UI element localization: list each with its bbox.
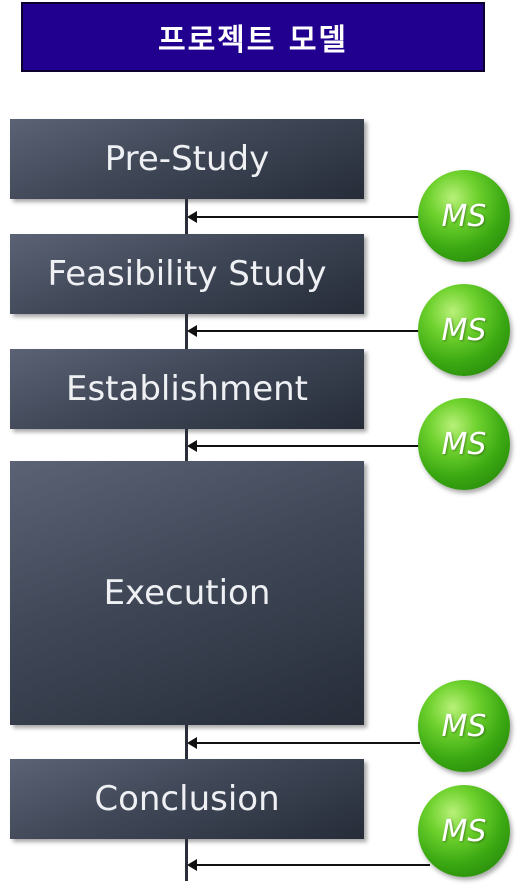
phase-label: Feasibility Study <box>47 254 327 294</box>
connector-line <box>185 839 188 881</box>
phase-label: Execution <box>103 573 271 613</box>
arrow-head-icon <box>187 737 197 749</box>
milestone-arrow-line <box>190 216 420 218</box>
arrow-head-icon <box>187 859 197 871</box>
milestone-circle: MS <box>418 284 510 376</box>
milestone-circle: MS <box>418 680 510 772</box>
arrow-head-icon <box>187 440 197 452</box>
phase-label: Establishment <box>65 369 309 409</box>
milestone-label: MS <box>441 198 487 234</box>
connector-line <box>185 314 188 349</box>
milestone-circle: MS <box>418 398 510 490</box>
phase-box-establishment: Establishment <box>10 349 364 429</box>
milestone-circle: MS <box>418 170 510 262</box>
connector-line <box>185 199 188 234</box>
milestone-arrow-line <box>190 445 420 447</box>
phase-box-execution: Execution <box>10 461 364 725</box>
arrow-head-icon <box>187 325 197 337</box>
milestone-label: MS <box>441 708 487 744</box>
milestone-label: MS <box>441 426 487 462</box>
arrow-head-icon <box>187 211 197 223</box>
diagram-title: 프로젝트 모델 <box>157 23 349 58</box>
milestone-arrow-line <box>190 742 420 744</box>
phase-box-conclusion: Conclusion <box>10 759 364 839</box>
phase-box-feasibility-study: Feasibility Study <box>10 234 364 314</box>
milestone-arrow-line <box>190 864 430 866</box>
connector-line <box>185 429 188 461</box>
milestone-label: MS <box>441 312 487 348</box>
milestone-circle: MS <box>418 785 510 877</box>
milestone-arrow-line <box>190 330 420 332</box>
phase-label: Conclusion <box>94 779 280 819</box>
phase-box-pre-study: Pre-Study <box>10 119 364 199</box>
connector-line <box>185 725 188 759</box>
title-banner: 프로젝트 모델 <box>21 2 485 72</box>
phase-label: Pre-Study <box>104 139 270 179</box>
milestone-label: MS <box>441 813 487 849</box>
